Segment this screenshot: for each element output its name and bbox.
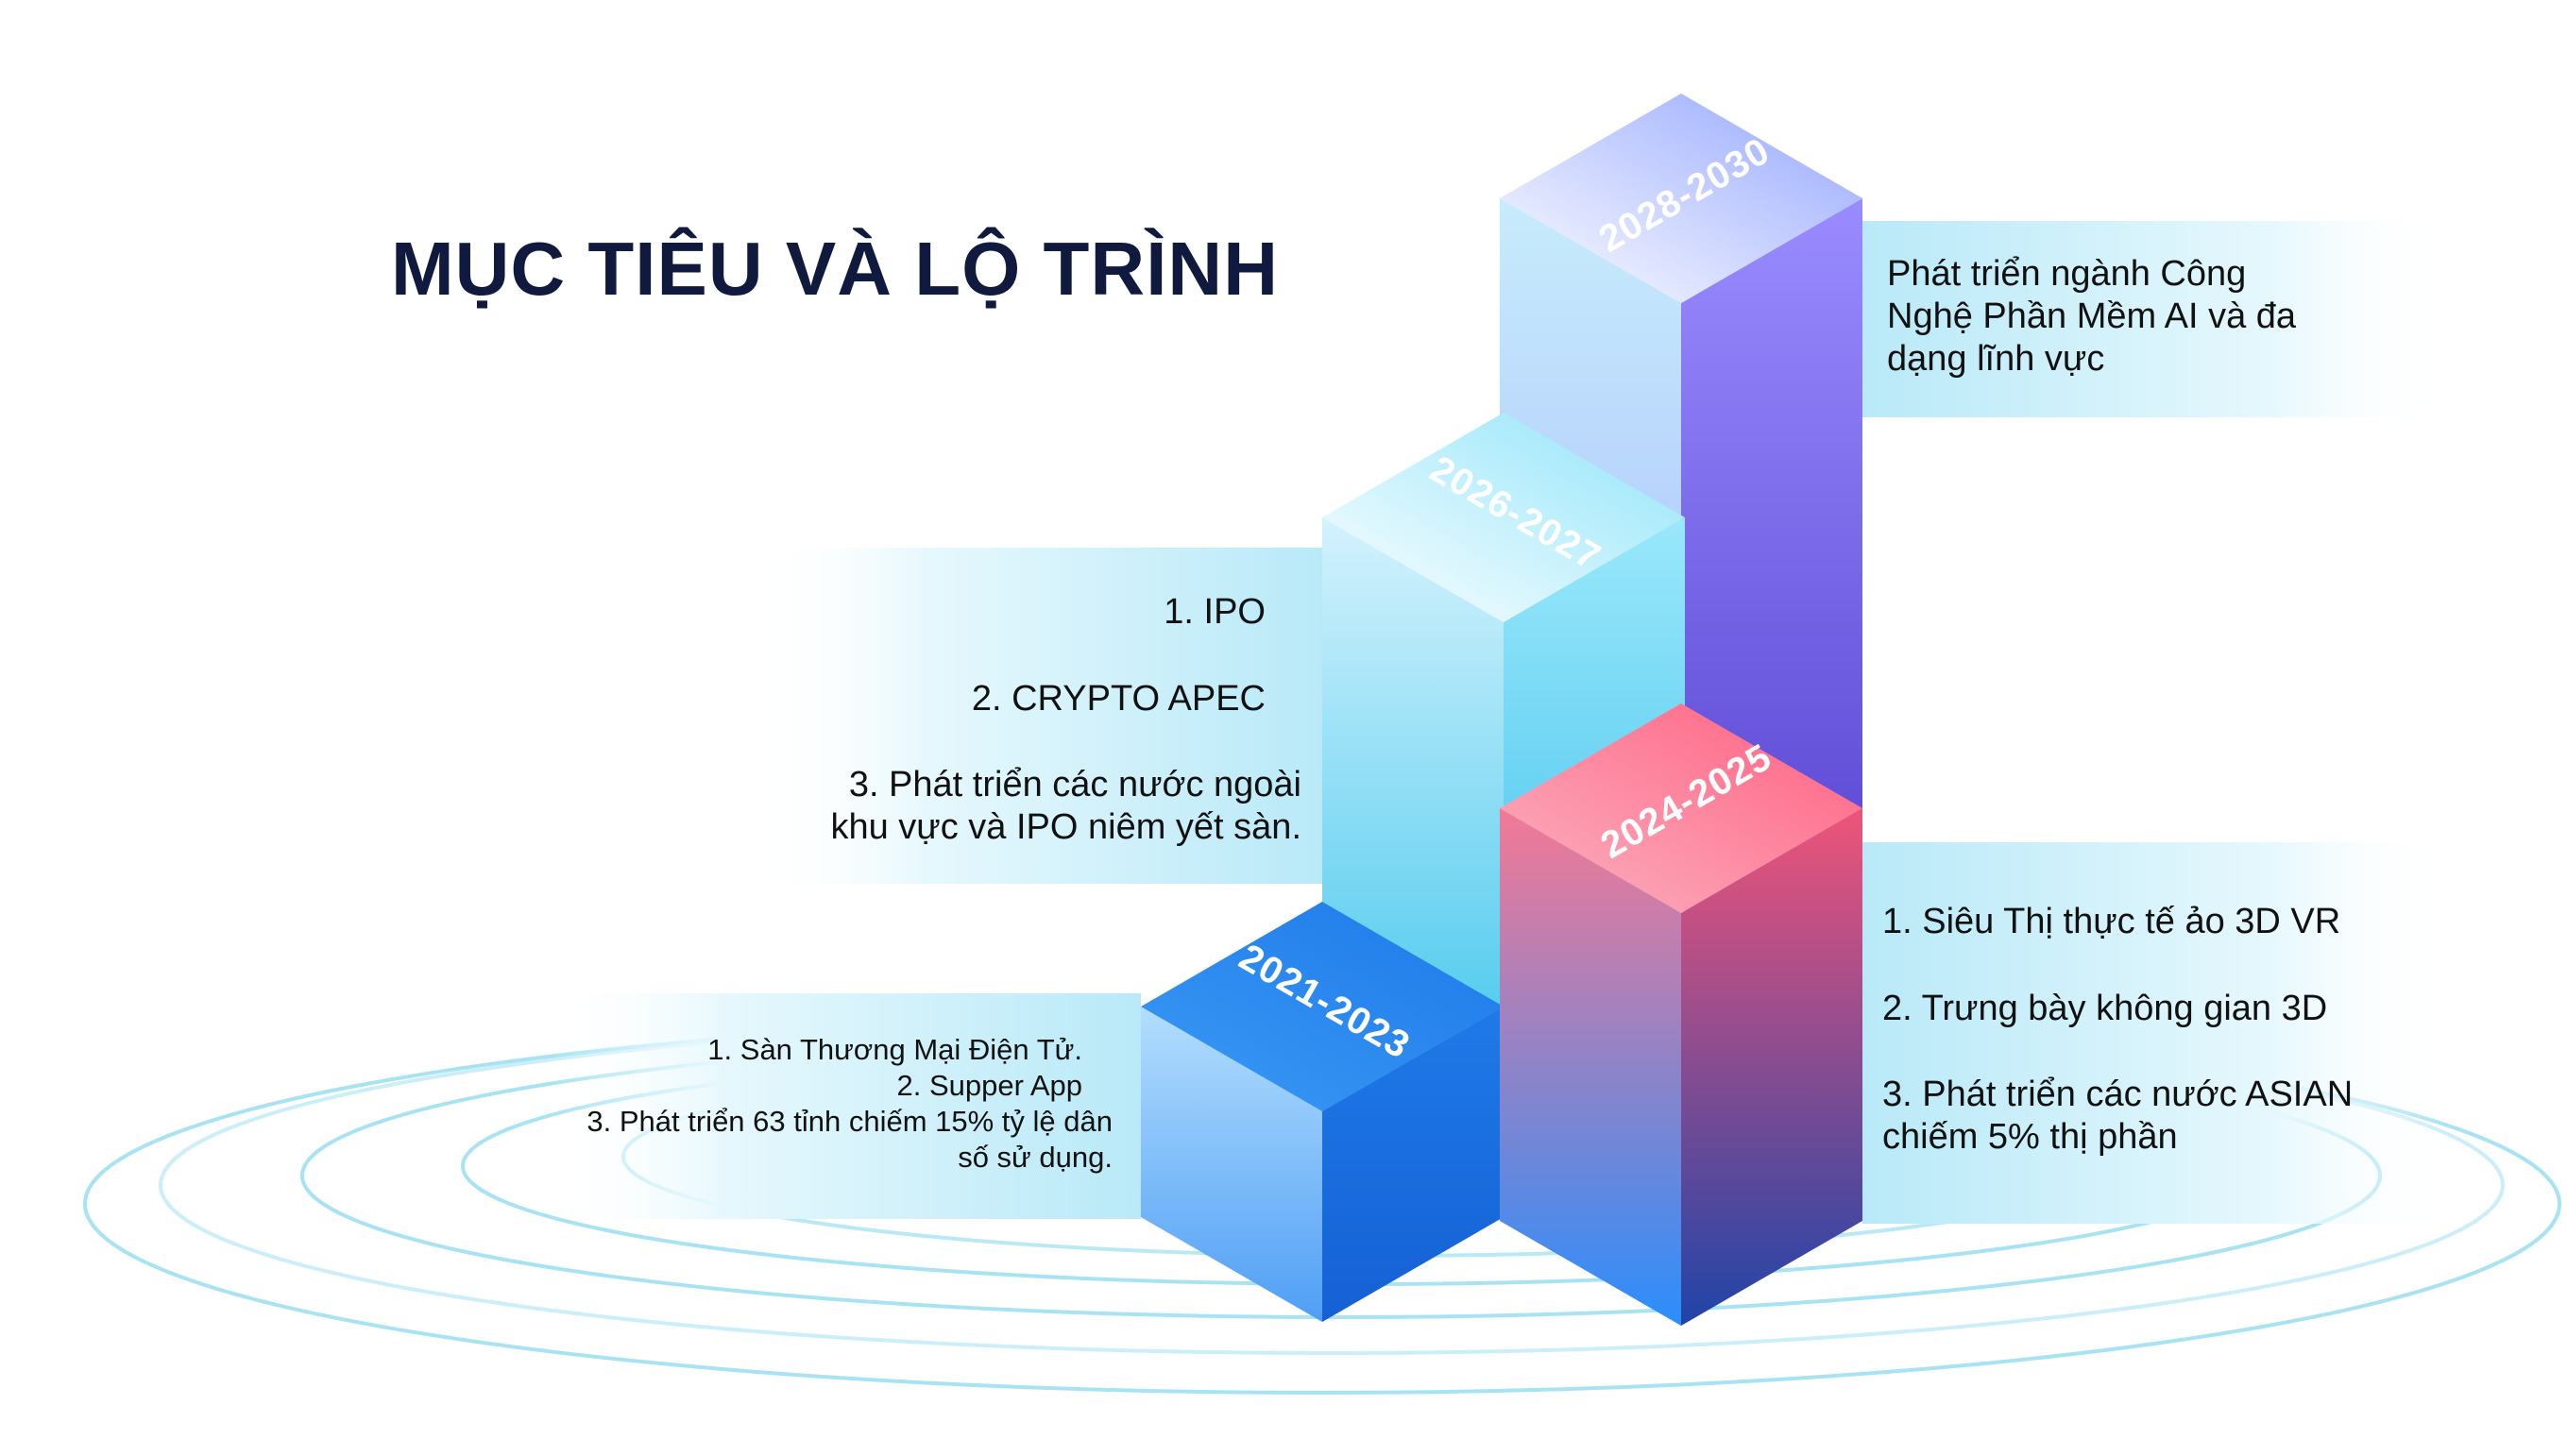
goal-line: 2. Trưng bày không gian 3D xyxy=(1882,989,2327,1028)
panel-2028 xyxy=(1862,221,2448,417)
goal-line: 3. Phát triển các nước ASIAN xyxy=(1882,1075,2353,1114)
goals-2026: 1. IPO 2. CRYPTO APEC 3. Phát triển các … xyxy=(830,592,1301,847)
column-2021-2023 xyxy=(1141,902,1504,1322)
goal-line: 3. Phát triển 63 tỉnh chiếm 15% tỷ lệ dâ… xyxy=(586,1105,1113,1138)
panel-2021 xyxy=(548,993,1141,1219)
goal-line: 1. IPO xyxy=(1164,592,1266,632)
goal-line: 2. Supper App xyxy=(897,1069,1083,1102)
goals-2021: 1. Sàn Thương Mại Điện Tử. 2. Supper App… xyxy=(586,1033,1113,1174)
panel-2024 xyxy=(1862,842,2448,1224)
goal-line: khu vực và IPO niêm yết sàn. xyxy=(830,807,1301,847)
goal-line: 3. Phát triển các nước ngoài xyxy=(849,765,1301,804)
page-title: MỤC TIÊU VÀ LỘ TRÌNH xyxy=(391,227,1279,311)
goal-line: 1. Sàn Thương Mại Điện Tử. xyxy=(707,1033,1082,1066)
goals-2028: Phát triển ngành Công Nghệ Phần Mềm AI v… xyxy=(1887,254,2297,379)
goal-line: số sử dụng. xyxy=(958,1141,1113,1174)
goal-line: chiếm 5% thị phần xyxy=(1882,1117,2178,1157)
goal-line: dạng lĩnh vực xyxy=(1887,339,2104,379)
goal-line: 2. CRYPTO APEC xyxy=(972,679,1266,719)
goal-line: Phát triển ngành Công xyxy=(1887,254,2246,294)
goal-line: Nghệ Phần Mềm AI và đa xyxy=(1887,296,2297,336)
panel-2026 xyxy=(756,548,1322,884)
column-2024-2025 xyxy=(1500,703,1862,1326)
goal-line: 1. Siêu Thị thực tế ảo 3D VR xyxy=(1882,902,2340,941)
goals-2024: 1. Siêu Thị thực tế ảo 3D VR 2. Trưng bà… xyxy=(1882,902,2353,1157)
